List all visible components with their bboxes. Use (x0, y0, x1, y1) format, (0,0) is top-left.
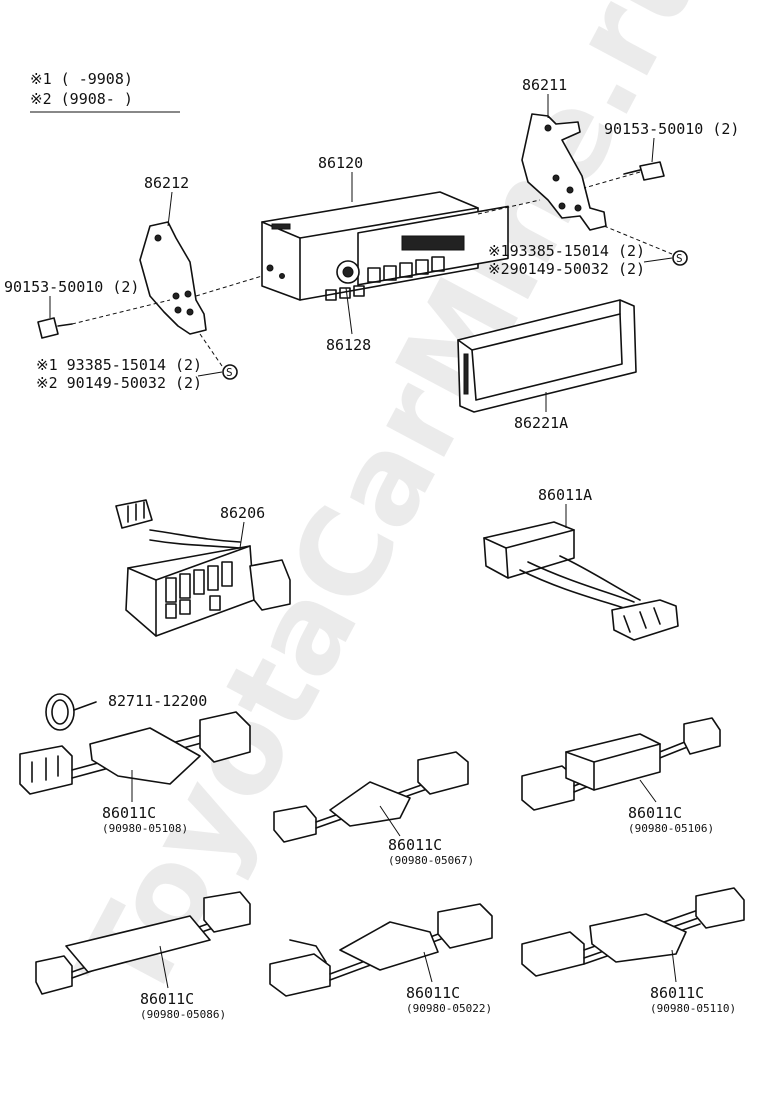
connector-86011C-05067[interactable] (273, 751, 469, 843)
connector-86011C-05106[interactable] (521, 717, 721, 811)
label-c5-main: 86011C (406, 984, 460, 1002)
label-clamp: 82711-12200 (108, 692, 207, 710)
label-c1-main: 86011C (102, 804, 156, 822)
label-c3-sub: (90980-05106) (628, 822, 714, 835)
legend-notes: ※1 ( -9908) ※2 (9908- ) (30, 70, 180, 113)
label-86212: 86212 (144, 174, 189, 192)
label-86206: 86206 (220, 504, 265, 522)
bolt-left[interactable] (37, 317, 73, 339)
label-c6-sub: (90980-05110) (650, 1002, 736, 1015)
clamp-82711-12200[interactable] (45, 693, 97, 731)
note-2: ※2 (9908- ) (30, 90, 133, 108)
label-c5-sub: (90980-05022) (406, 1002, 492, 1015)
label-86128: 86128 (326, 336, 371, 354)
label-screw-right-2: ※290149-50032 (2) (488, 260, 645, 278)
label-bolt-left: 90153-50010 (2) (4, 278, 139, 296)
connector-86011C-05086[interactable] (35, 891, 251, 995)
label-86120: 86120 (318, 154, 363, 172)
connector-86011C-05108[interactable] (19, 711, 251, 795)
label-screw-left-2: ※2 90149-50032 (2) (36, 374, 202, 392)
connector-86011A[interactable] (483, 521, 679, 641)
label-screw-right-1: ※193385-15014 (2) (488, 242, 645, 260)
svg-text:S: S (676, 252, 683, 265)
label-86221A: 86221A (514, 414, 568, 432)
screw-symbol-left: S (222, 364, 238, 380)
label-c6-main: 86011C (650, 984, 704, 1002)
label-c3-main: 86011C (628, 804, 682, 822)
bolt-right[interactable] (623, 161, 665, 181)
label-screw-left-1: ※1 93385-15014 (2) (36, 356, 202, 374)
connector-86206[interactable] (115, 499, 291, 637)
label-86211: 86211 (522, 76, 567, 94)
label-c4-sub: (90980-05086) (140, 1008, 226, 1021)
watermark: ToyotaCarMine.ru (53, 0, 736, 1024)
connector-86011C-05022[interactable] (269, 903, 493, 997)
svg-text:S: S (226, 366, 233, 379)
screw-symbol-right: S (672, 250, 688, 266)
bracket-86212[interactable] (139, 221, 207, 335)
label-c1-sub: (90980-05108) (102, 822, 188, 835)
bracket-86211[interactable] (521, 113, 607, 231)
label-86011A: 86011A (538, 486, 592, 504)
connector-86011C-05110[interactable] (521, 887, 745, 977)
label-c2-sub: (90980-05067) (388, 854, 474, 867)
note-1: ※1 ( -9908) (30, 70, 133, 88)
label-bolt-right: 90153-50010 (2) (604, 120, 739, 138)
label-c4-main: 86011C (140, 990, 194, 1008)
label-c2-main: 86011C (388, 836, 442, 854)
radio-unit-86120[interactable] (261, 191, 509, 301)
frame-86221A[interactable] (457, 299, 637, 413)
